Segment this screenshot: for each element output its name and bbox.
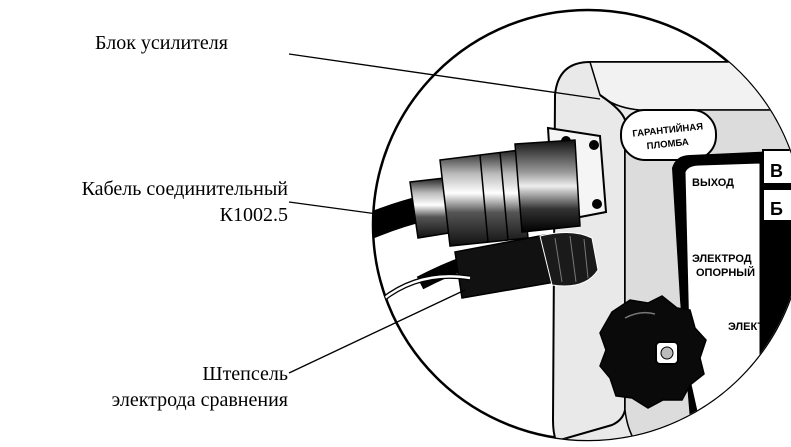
ref-electrode-label-line1: ЭЛЕКТРОД [692,253,752,265]
ref-electrode-label-line2: ОПОРНЫЙ [696,266,755,279]
reference-plug-head [539,232,599,287]
callout-amplifier-unit: Блок усилителя [95,30,228,56]
leader-line-cable [288,201,393,217]
leader-line-plug [288,289,466,374]
flange-screw [589,140,599,150]
panel-tab-bottom-label: Б [770,199,783,219]
adjustment-knob [599,295,707,409]
callout-plug-line1: Штепсель [202,363,288,385]
callout-reference-plug: Штепсель электрода сравнения [112,361,288,413]
warranty-seal-badge [620,109,717,161]
callout-plug-line2: электрода сравнения [111,389,288,411]
seal-label-line2: ПЛОМБА [646,137,689,152]
cable-connector-nut [514,139,581,233]
meas-electrode-label: ЭЛЕКТ [728,321,764,333]
output-label: ВЫХОД [692,177,734,189]
callout-connecting-cable: Кабель соединительный К1002.5 [82,176,288,228]
amplifier-top-bevel [588,61,791,111]
callout-amplifier-text: Блок усилителя [95,32,228,54]
panel-tab-bottom [762,188,791,222]
callout-cable-line1: Кабель соединительный [81,178,288,200]
panel-tab-top-label: В [770,161,783,181]
callout-cable-line2: К1002.5 [219,204,288,226]
reference-wire [381,275,471,301]
flange-screw [592,199,602,209]
panel-label-plate [684,162,761,440]
leader-line-amplifier [288,53,601,100]
panel-tab-top [762,149,791,185]
